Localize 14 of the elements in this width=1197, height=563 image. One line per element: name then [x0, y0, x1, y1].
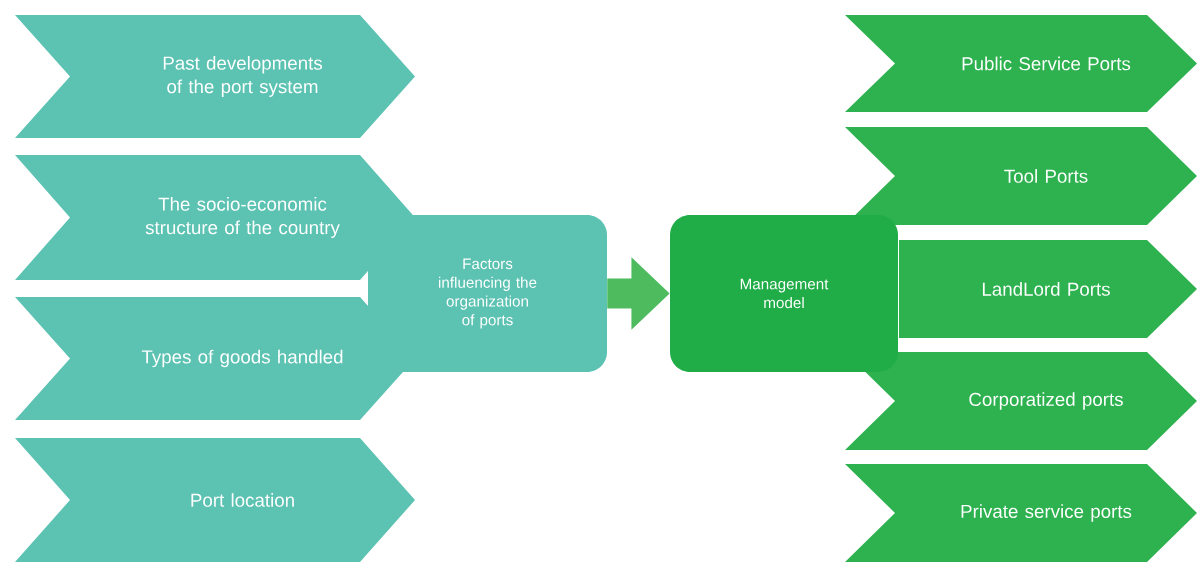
chevron-banner: Private service ports	[845, 464, 1197, 562]
chevron-banner: Port location	[15, 438, 415, 562]
chevron-banner: Tool Ports	[845, 127, 1197, 225]
rounded-box: Factors influencing the organization of ports	[368, 215, 607, 372]
chevron-banner: Past developments of the port system	[15, 15, 415, 138]
chevron-banner: LandLord Ports	[899, 240, 1197, 338]
chevron-banner: Types of goods handled	[15, 297, 415, 420]
chevron-banner: Public Service Ports	[845, 15, 1197, 112]
rounded-box: Management model	[670, 215, 898, 372]
chevron-banner: Corporatized ports	[845, 352, 1197, 450]
node-label: The socio-economic structure of the country	[145, 197, 340, 238]
node-label: Factors influencing the organization of ports	[438, 258, 537, 329]
node-label: Types of goods handled	[141, 349, 343, 368]
chevron-banner: The socio-economic structure of the country	[15, 155, 415, 280]
